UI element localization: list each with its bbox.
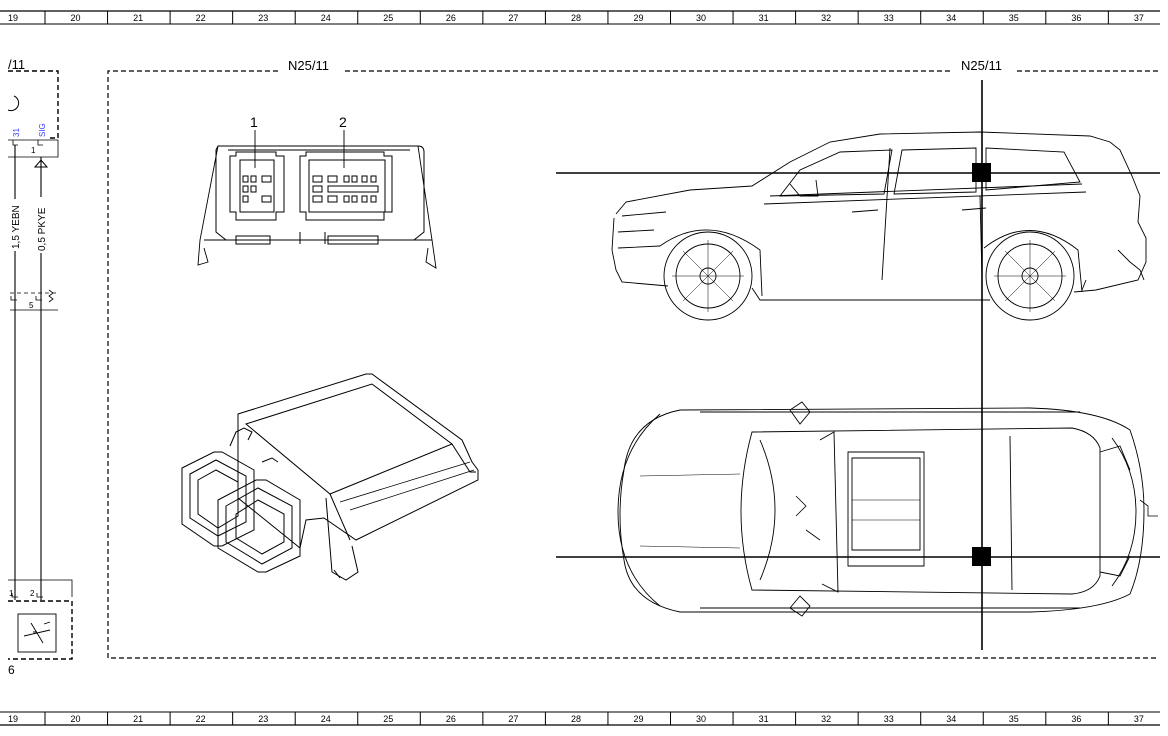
top-ruler-column-26: 26 <box>446 13 456 23</box>
bottom-ruler-column-26: 26 <box>446 714 456 724</box>
top-ruler-column-32: 32 <box>821 13 831 23</box>
top-ruler-column-27: 27 <box>508 13 518 23</box>
left-circuit-block: /11 31 SIG 1 1,5 YEBN 0,5 PKYE 5 1 2 <box>7 57 73 677</box>
bottom-ruler-column-37: 37 <box>1134 714 1144 724</box>
wire-label-pkye: 0,5 PKYE <box>37 207 48 251</box>
top-ruler-column-37: 37 <box>1134 13 1144 23</box>
vehicle-top-view <box>617 401 1158 617</box>
bottom-ruler-column-19: 19 <box>8 714 18 724</box>
bottom-ruler-column-32: 32 <box>821 714 831 724</box>
top-ruler-column-25: 25 <box>383 13 393 23</box>
component-label-right: N25/11 <box>961 58 1002 73</box>
bottom-ruler-column-30: 30 <box>696 714 706 724</box>
sensor-symbol <box>7 95 20 112</box>
top-ruler-column-35: 35 <box>1009 13 1019 23</box>
top-ruler-column-30: 30 <box>696 13 706 23</box>
bottom-ruler-column-21: 21 <box>133 714 143 724</box>
top-ruler-column-31: 31 <box>759 13 769 23</box>
component-label-left: N25/11 <box>288 58 329 73</box>
top-ruler-column-23: 23 <box>258 13 268 23</box>
top-ruler-column-20: 20 <box>71 13 81 23</box>
bottom-partial-label: 6 <box>8 663 15 677</box>
locator-marker-top-view <box>972 547 991 566</box>
bottom-ruler-column-34: 34 <box>946 714 956 724</box>
bottom-ruler-column-36: 36 <box>1071 714 1081 724</box>
location-markers <box>556 80 1160 650</box>
bottom-ruler-column-35: 35 <box>1009 714 1019 724</box>
top-ruler-column-22: 22 <box>196 13 206 23</box>
pin-label-1b: 1 <box>9 589 14 598</box>
bottom-ruler-column-31: 31 <box>759 714 769 724</box>
bottom-ruler-column-33: 33 <box>884 714 894 724</box>
top-ruler-column-21: 21 <box>133 13 143 23</box>
bottom-ruler-column-25: 25 <box>383 714 393 724</box>
bottom-ruler-column-23: 23 <box>258 714 268 724</box>
locator-marker-side-view <box>972 163 991 182</box>
top-ruler: 19 20 21 22 23 24 25 26 27 28 29 30 31 32 33 34 35 36 37 <box>0 10 1160 25</box>
top-ruler-column-36: 36 <box>1071 13 1081 23</box>
vehicle-side-view <box>611 131 1147 321</box>
top-ruler-column-28: 28 <box>571 13 581 23</box>
pin-label-2: 2 <box>30 589 35 598</box>
resistor-symbol-box <box>17 613 57 653</box>
bottom-ruler-column-24: 24 <box>321 714 331 724</box>
top-ruler-column-34: 34 <box>946 13 956 23</box>
bottom-ruler-column-27: 27 <box>508 714 518 724</box>
connector-isometric-view <box>181 373 479 581</box>
pin-label-31: 31 <box>12 128 21 137</box>
connector-pin-2-label: 2 <box>339 114 347 130</box>
bottom-ruler-column-20: 20 <box>71 714 81 724</box>
pin-label-1: 1 <box>31 146 36 155</box>
left-block-title: /11 <box>8 57 25 72</box>
bottom-ruler: 19 20 21 22 23 24 25 26 27 28 29 30 31 32 33 34 35 36 37 <box>0 711 1160 726</box>
bottom-ruler-column-22: 22 <box>196 714 206 724</box>
connector-pin-1-label: 1 <box>250 114 258 130</box>
top-ruler-column-33: 33 <box>884 13 894 23</box>
wire-label-yebn: 1,5 YEBN <box>11 205 22 249</box>
top-ruler-column-19: 19 <box>8 13 18 23</box>
component-dashed-border <box>107 70 1158 659</box>
bottom-ruler-column-29: 29 <box>633 714 643 724</box>
top-ruler-column-24: 24 <box>321 13 331 23</box>
pin-label-sig: SIG <box>38 123 47 137</box>
pin-label-5: 5 <box>29 301 34 310</box>
bottom-ruler-column-28: 28 <box>571 714 581 724</box>
connector-front-view: 1 2 <box>197 114 437 269</box>
top-ruler-column-29: 29 <box>633 13 643 23</box>
